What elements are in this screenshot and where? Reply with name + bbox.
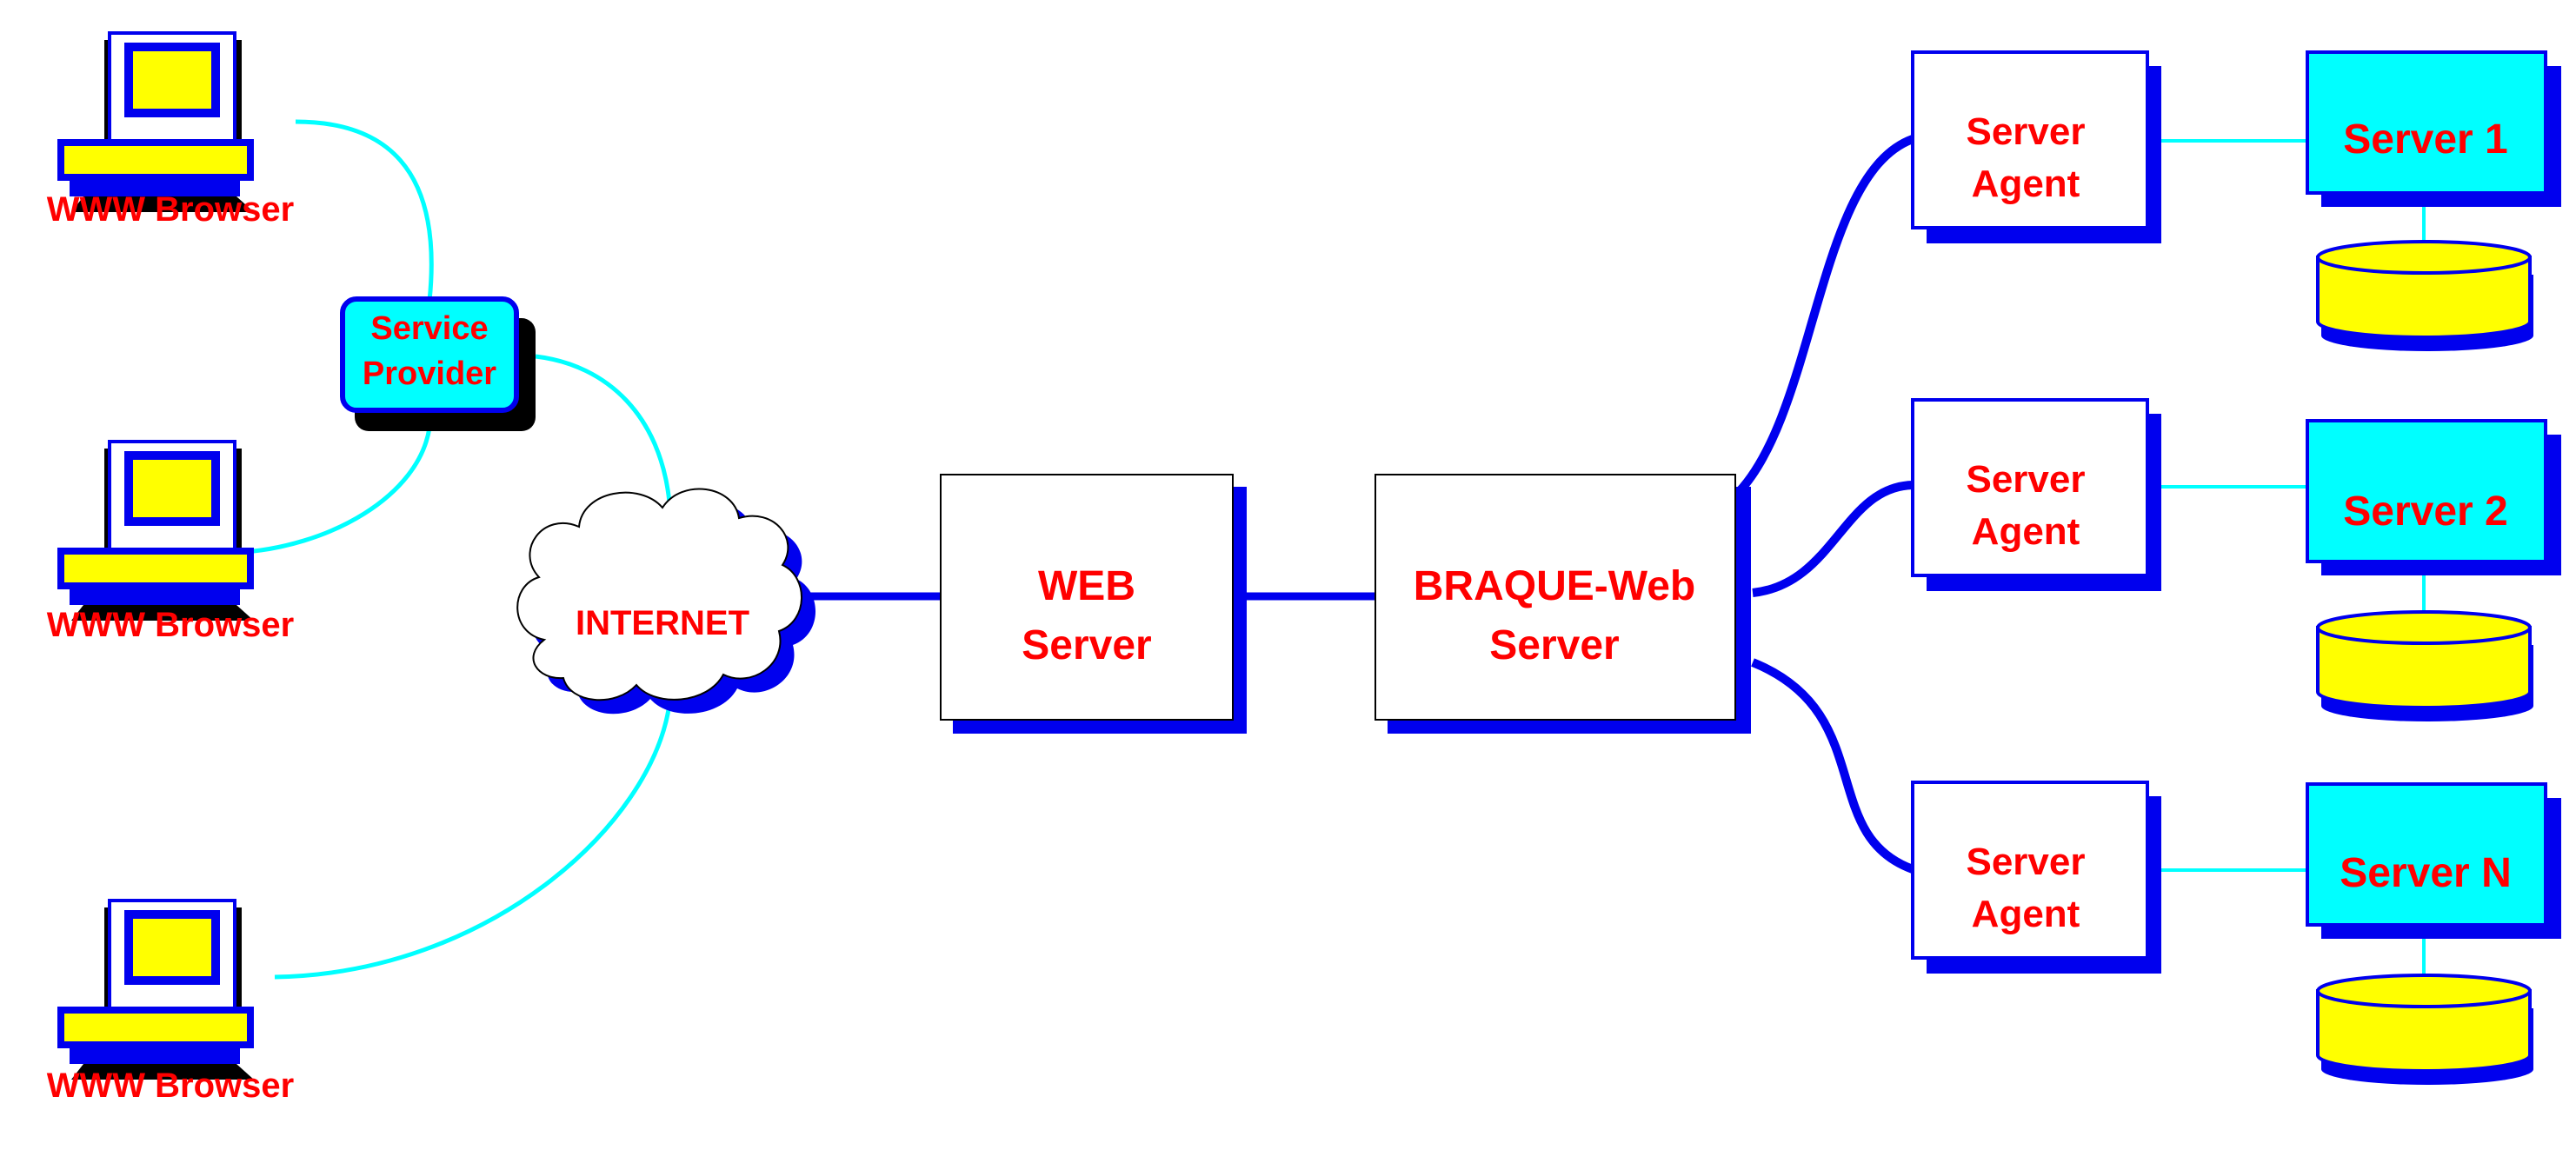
web-server-label-line1: WEB	[1038, 563, 1135, 609]
server-agent-label-line2: Agent	[1972, 163, 2080, 205]
web-server-node: WEB Server	[940, 474, 1247, 734]
server-label: Server 1	[2343, 116, 2508, 163]
link-braque-agent1	[1735, 135, 1914, 495]
server-agent-node-3: Server Agent	[1911, 781, 2161, 974]
link-braque-agent2	[1752, 481, 1914, 597]
server-node-1: Server 1	[2306, 50, 2561, 207]
server-agent-box	[1911, 398, 2149, 577]
server-agent-label-line2: Agent	[1972, 510, 2080, 553]
computer-icon	[61, 901, 254, 1080]
browser-node-3: WWW Browser	[47, 901, 294, 1105]
browser-label: WWW Browser	[47, 1067, 294, 1105]
server-agent-box	[1911, 50, 2149, 229]
braque-web-server-label-line1: BRAQUE-Web	[1414, 563, 1695, 609]
service-provider-label-line1: Service	[370, 310, 488, 347]
server-agent-label-line1: Server	[1966, 841, 2085, 883]
service-provider-node: Service Provider	[340, 296, 536, 431]
service-provider-box	[340, 296, 519, 413]
server-agent-label-line1: Server	[1966, 110, 2085, 153]
braque-web-server-node: BRAQUE-Web Server	[1375, 474, 1751, 734]
braque-web-server-box	[1375, 474, 1736, 721]
browser-label: WWW Browser	[47, 190, 294, 229]
server-node-2: Server 2	[2306, 419, 2561, 575]
browser-node-1: WWW Browser	[47, 33, 294, 229]
link-browser2-provider	[234, 427, 432, 555]
internet-node: INTERNET	[516, 488, 816, 715]
computer-icon	[61, 33, 254, 212]
server-label: Server N	[2340, 850, 2511, 896]
internet-label: INTERNET	[576, 604, 749, 642]
server-label: Server 2	[2343, 489, 2508, 535]
browser-label: WWW Browser	[47, 606, 294, 644]
web-server-label-line2: Server	[1022, 622, 1151, 668]
link-browser1-provider	[295, 119, 434, 302]
server-box	[2306, 50, 2547, 195]
server-box	[2306, 782, 2547, 927]
server-node-3: Server N	[2306, 782, 2561, 939]
computer-icon	[61, 442, 254, 621]
database-disk-icon	[2316, 610, 2533, 721]
service-provider-label-line2: Provider	[363, 356, 496, 392]
server-agent-box	[1911, 781, 2149, 960]
link-browser3-internet	[274, 703, 672, 980]
web-server-box	[940, 474, 1234, 721]
server-agent-label-line2: Agent	[1972, 893, 2080, 935]
database-disk-icon	[2316, 974, 2533, 1085]
browser-node-2: WWW Browser	[47, 442, 294, 644]
server-agent-node-1: Server Agent	[1911, 50, 2161, 243]
cloud-icon	[516, 488, 802, 701]
link-braque-agentN	[1751, 658, 1914, 874]
server-agent-label-line1: Server	[1966, 458, 2085, 501]
server-box	[2306, 419, 2547, 563]
database-disk-icon	[2316, 240, 2533, 351]
server-agent-node-2: Server Agent	[1911, 398, 2161, 591]
braque-web-server-label-line2: Server	[1489, 622, 1619, 668]
link-provider-internet	[535, 354, 672, 503]
